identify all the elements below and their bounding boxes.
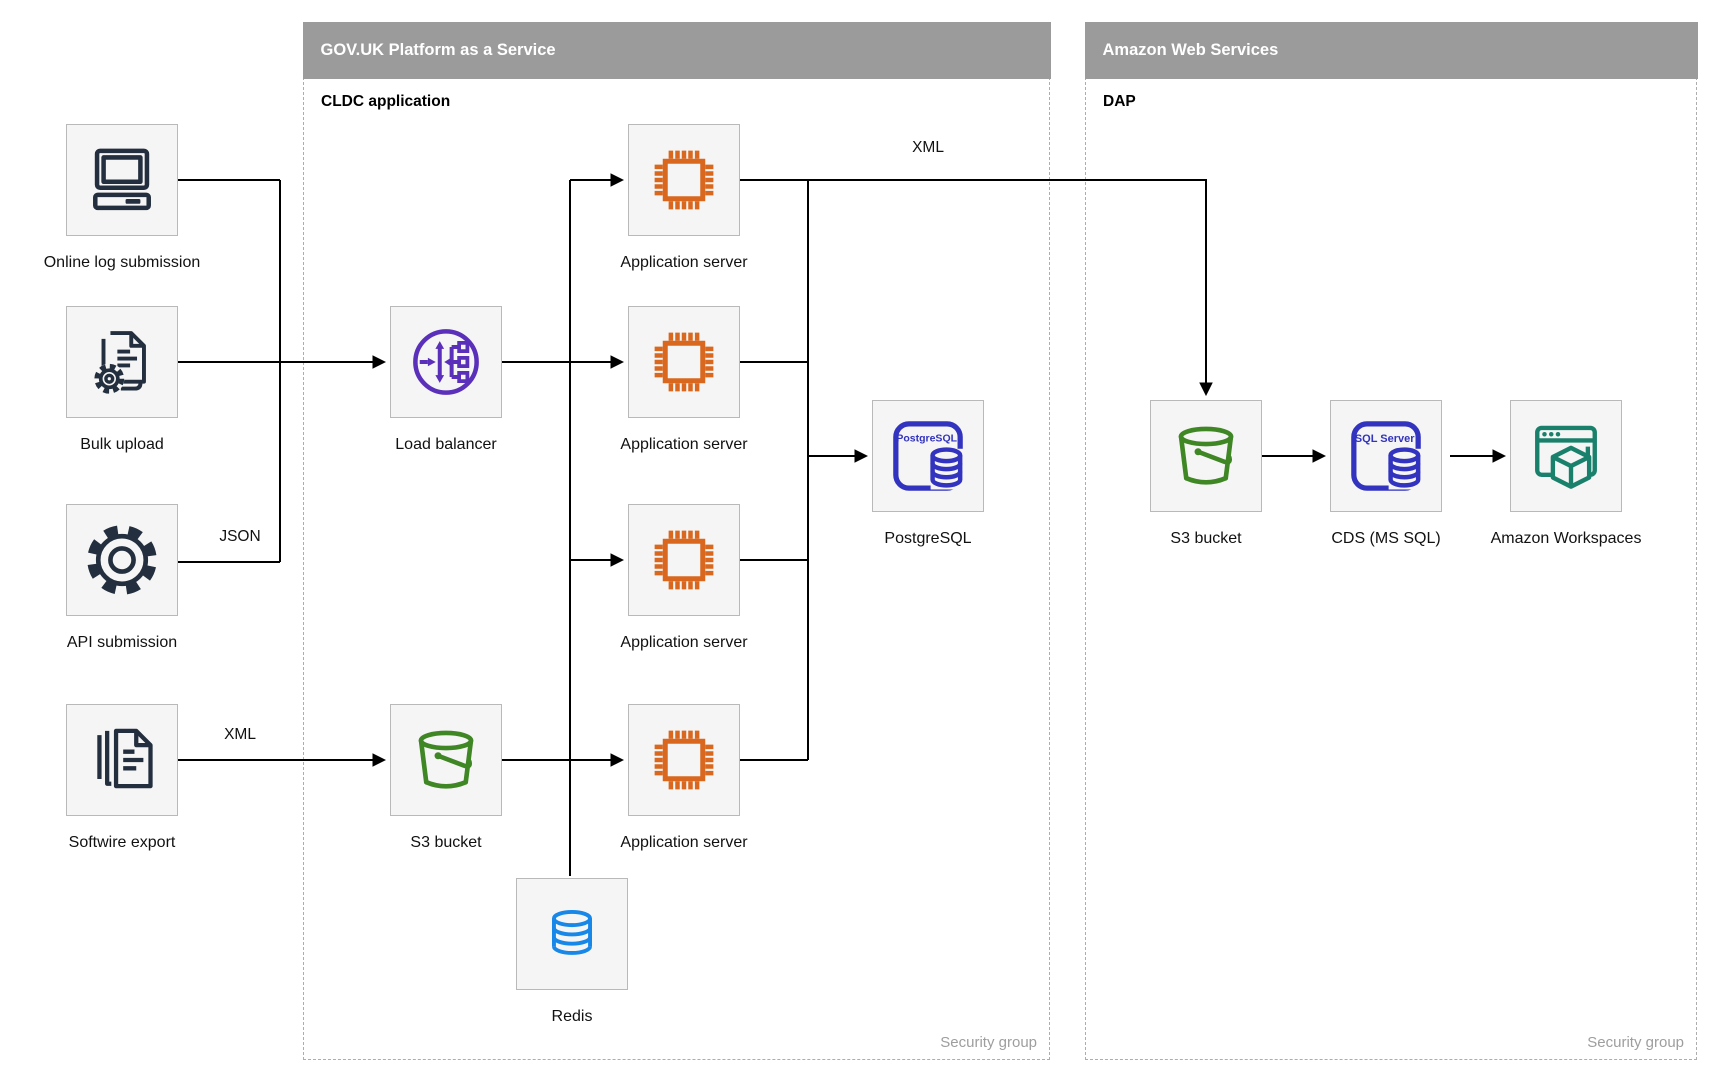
postgresql-db-icon: PostgreSQL (893, 421, 964, 491)
node-label: Application server (620, 634, 748, 651)
edge-label-json: JSON (219, 528, 261, 545)
node-postgresql: PostgreSQL PostgreSQL (872, 400, 984, 547)
node-label: Application server (620, 254, 748, 271)
node-bulk-upload: Bulk upload (66, 306, 178, 453)
node-label: Application server (620, 834, 748, 851)
node-app-server-1: Application server (620, 124, 748, 271)
security-group-label-paas: Security group (940, 1034, 1037, 1051)
node-online-log-submission: Online log submission (44, 124, 200, 271)
node-api-submission: API submission (66, 504, 178, 651)
desktop-computer-icon (93, 148, 151, 211)
node-label: S3 bucket (1170, 530, 1242, 547)
edge-label-xml-transfer: XML (912, 139, 944, 156)
security-group-label-aws: Security group (1587, 1034, 1684, 1051)
node-app-server-2: Application server (620, 306, 748, 453)
chip-icon (654, 150, 714, 210)
node-label: Load balancer (395, 436, 497, 453)
node-label: Amazon Workspaces (1490, 530, 1642, 547)
sql-server-icon-text: SQL Server (1355, 433, 1416, 445)
node-load-balancer: Load balancer (390, 306, 502, 453)
postgresql-icon-text: PostgreSQL (896, 433, 957, 445)
load-balancer-icon (413, 329, 479, 395)
workspaces-window-icon (1535, 425, 1597, 489)
gear-icon (87, 525, 157, 595)
node-s3-bucket-paas: S3 bucket (390, 704, 502, 851)
node-s3-bucket-aws: S3 bucket (1150, 400, 1262, 547)
chip-icon (654, 530, 714, 590)
sql-server-db-icon: SQL Server (1351, 421, 1422, 491)
node-amazon-workspaces: Amazon Workspaces (1491, 400, 1641, 547)
node-redis: Redis (516, 878, 628, 1025)
edge-label-xml-export: XML (224, 726, 256, 743)
node-label: Redis (551, 1008, 593, 1025)
node-label: CDS (MS SQL) (1331, 530, 1441, 547)
section-aws: Amazon Web Services DAP Security group (1084, 21, 1698, 1060)
node-app-server-3: Application server (620, 504, 748, 651)
section-govuk-paas-subtitle: CLDC application (321, 93, 451, 110)
node-label: Softwire export (68, 834, 176, 851)
redis-db-icon (551, 909, 593, 955)
chip-icon (654, 730, 714, 790)
section-govuk-paas: GOV.UK Platform as a Service CLDC applic… (302, 21, 1051, 1060)
node-label: PostgreSQL (884, 530, 972, 547)
section-aws-subtitle: DAP (1103, 93, 1136, 110)
documents-stack-icon (97, 728, 153, 789)
section-aws-title: Amazon Web Services (1084, 21, 1698, 79)
node-label: S3 bucket (410, 834, 482, 851)
node-label: Bulk upload (80, 436, 164, 453)
s3-bucket-icon (1178, 426, 1234, 485)
chip-icon (654, 332, 714, 392)
node-cds-mssql: SQL Server CDS (MS SQL) (1330, 400, 1442, 547)
document-gear-icon (94, 331, 146, 394)
node-label: API submission (66, 634, 178, 651)
wire-sources-junction (178, 179, 281, 563)
node-label: Application server (620, 436, 748, 453)
s3-bucket-icon (418, 730, 474, 789)
node-softwire-export: Softwire export (66, 704, 178, 851)
section-govuk-paas-title: GOV.UK Platform as a Service (302, 21, 1051, 79)
node-label: Online log submission (43, 254, 201, 271)
node-app-server-4: Application server (620, 704, 748, 851)
wire-xml-to-aws (740, 179, 1213, 397)
wire-app-outputs (740, 361, 808, 761)
